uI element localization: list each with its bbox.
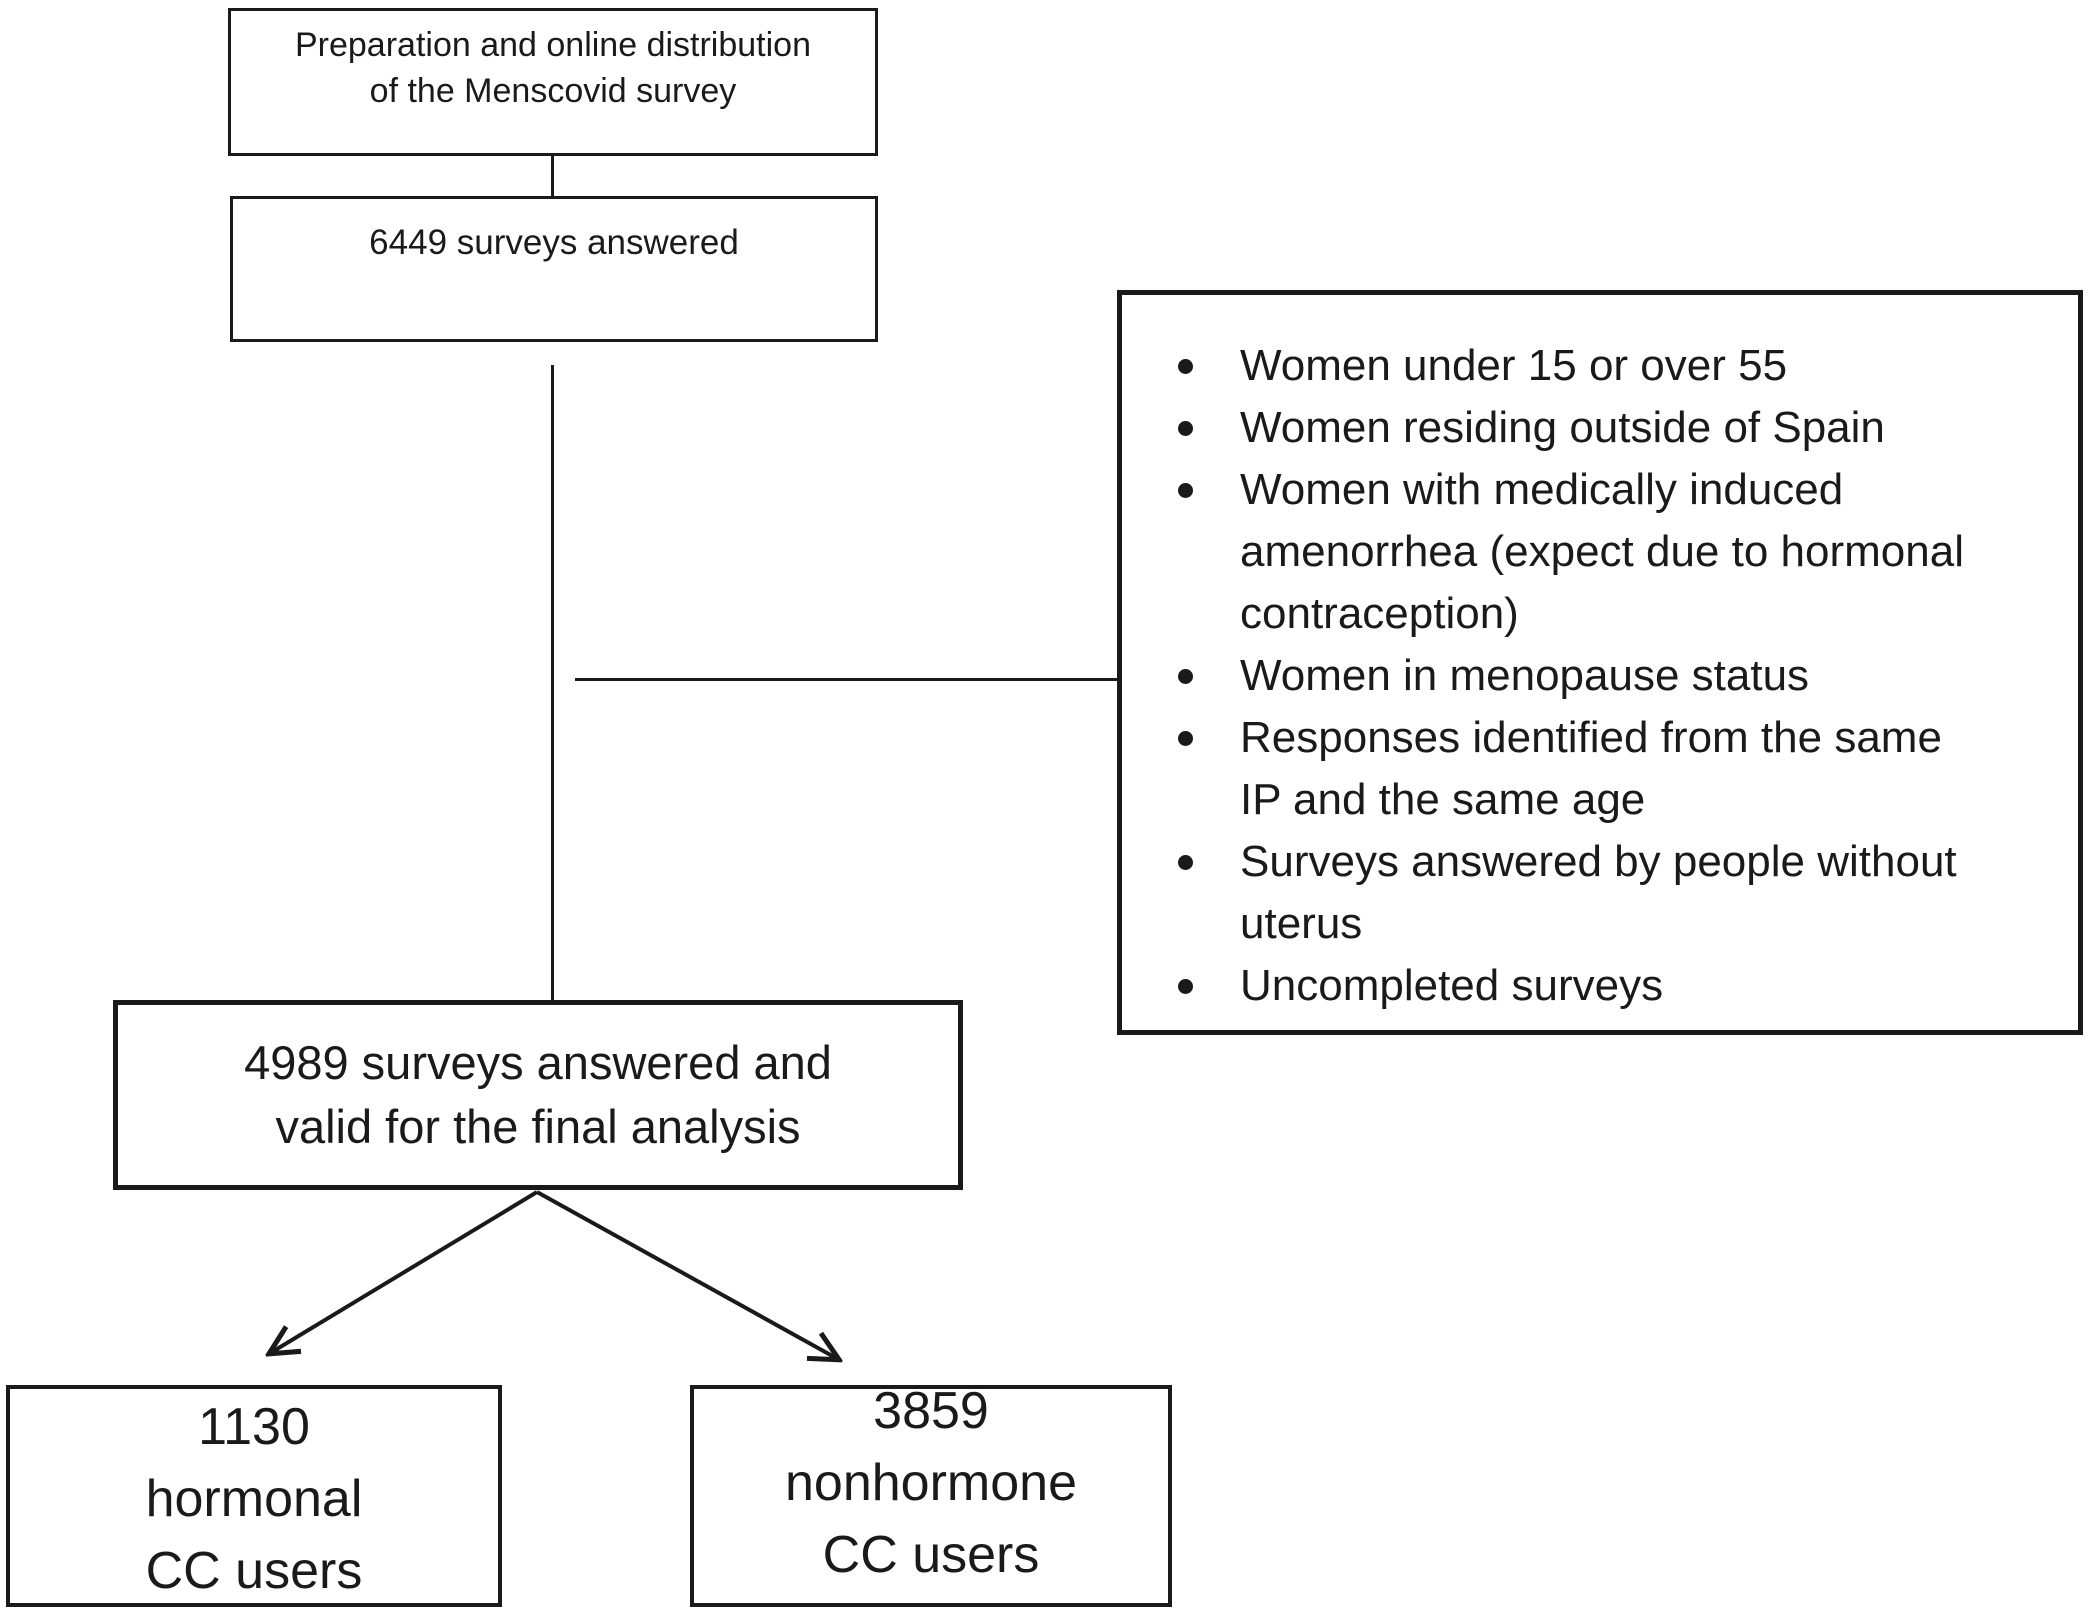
exclusion-item: Uncompleted surveys — [1122, 955, 1964, 1017]
valid-surveys-text: 4989 surveys answered and valid for the … — [244, 1036, 832, 1153]
exclusion-item: Women with medically induced amenorrhea … — [1122, 459, 1964, 645]
exclusion-item: Women in menopause status — [1122, 645, 1964, 707]
hormonal-users-text: 1130 hormonal CC users — [145, 1398, 363, 1600]
split-arrow-right — [536, 1190, 836, 1358]
surveys-answered-text: 6449 surveys answered — [369, 223, 739, 262]
exclusion-item: Responses identified from the same IP an… — [1122, 707, 1964, 831]
nonhormone-users-box: 3859 nonhormone CC users — [690, 1382, 1172, 1607]
preparation-box-text: Preparation and online distribution of t… — [294, 26, 811, 110]
connector-line-exclusion — [575, 678, 1118, 681]
hormonal-users-box: 1130 hormonal CC users — [6, 1385, 502, 1607]
valid-surveys-box: 4989 surveys answered and valid for the … — [113, 1000, 963, 1190]
split-arrow-left — [272, 1190, 539, 1352]
preparation-box: Preparation and online distribution of t… — [228, 8, 878, 156]
surveys-answered-box: 6449 surveys answered — [230, 196, 878, 342]
exclusion-item: Women residing outside of Spain — [1122, 397, 1964, 459]
connector-line-top — [551, 154, 554, 198]
connector-line-vertical — [551, 365, 554, 1005]
nonhormone-users-text: 3859 nonhormone CC users — [785, 1382, 1077, 1584]
exclusion-item: Women under 15 or over 55 — [1122, 335, 1964, 397]
exclusion-item: Surveys answered by people without uteru… — [1122, 831, 1964, 955]
